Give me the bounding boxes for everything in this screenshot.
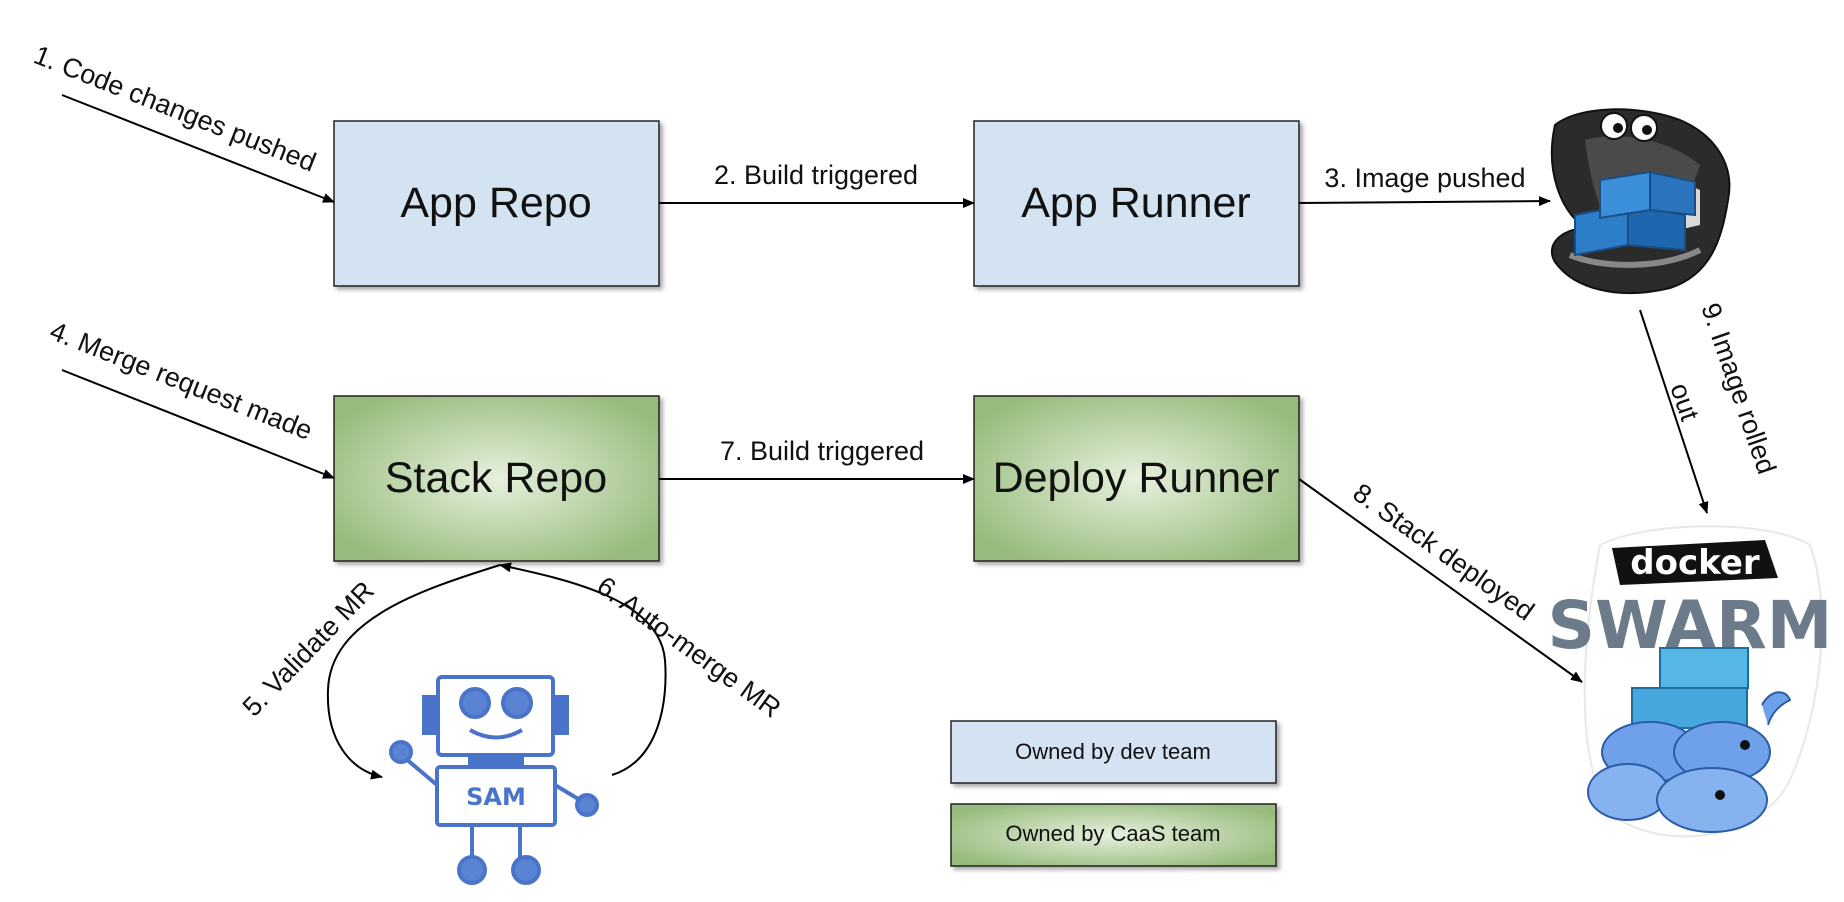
- legend-caas-team: Owned by CaaS team: [950, 803, 1277, 867]
- edge-7-label: 7. Build triggered: [720, 436, 924, 466]
- edge-9-label-line1: 9. Image rolled: [1695, 299, 1782, 478]
- edge-8: 8. Stack deployed: [1298, 477, 1583, 683]
- sam-robot-icon: [389, 675, 599, 885]
- docker-banner-icon: [1612, 540, 1778, 585]
- edge-3: 3. Image pushed: [1298, 163, 1551, 207]
- edge-9: 9. Image rolled out: [1639, 299, 1782, 514]
- edge-5-label: 5. Validate MR: [237, 575, 380, 722]
- edge-1-label: 1. Code changes pushed: [30, 40, 320, 178]
- legend-caas-label: Owned by CaaS team: [1005, 821, 1220, 846]
- edge-1: 1. Code changes pushed: [30, 40, 335, 203]
- edge-8-label: 8. Stack deployed: [1348, 477, 1540, 626]
- edge-5: 5. Validate MR: [237, 564, 501, 780]
- docker-swarm-logo: docker SWARM: [1548, 525, 1832, 838]
- stack-repo-label: Stack Repo: [385, 454, 607, 502]
- deploy-runner-node: Deploy Runner: [973, 395, 1300, 562]
- stack-repo-node: Stack Repo: [333, 395, 660, 562]
- sam-label: SAM: [466, 783, 526, 811]
- deploy-runner-label: Deploy Runner: [993, 454, 1280, 502]
- edge-2: 2. Build triggered: [659, 160, 975, 208]
- docker-wordmark: docker: [1630, 543, 1760, 583]
- app-repo-node: App Repo: [333, 120, 660, 287]
- edge-9-label-line2: out: [1664, 379, 1705, 425]
- legend-dev-label: Owned by dev team: [1015, 739, 1211, 764]
- edge-2-label: 2. Build triggered: [714, 160, 918, 190]
- edge-6: 6. Auto-merge MR: [499, 562, 786, 776]
- legend-dev-team: Owned by dev team: [950, 720, 1277, 784]
- edge-6-label: 6. Auto-merge MR: [591, 571, 786, 724]
- app-runner-label: App Runner: [1021, 179, 1251, 227]
- app-runner-node: App Runner: [973, 120, 1300, 287]
- edge-3-label: 3. Image pushed: [1324, 163, 1525, 193]
- registry-oyster-icon: [1550, 108, 1731, 294]
- edge-7: 7. Build triggered: [659, 436, 975, 484]
- app-repo-label: App Repo: [400, 179, 591, 227]
- edge-4: 4. Merge request made: [46, 316, 335, 479]
- edge-4-label: 4. Merge request made: [46, 316, 317, 446]
